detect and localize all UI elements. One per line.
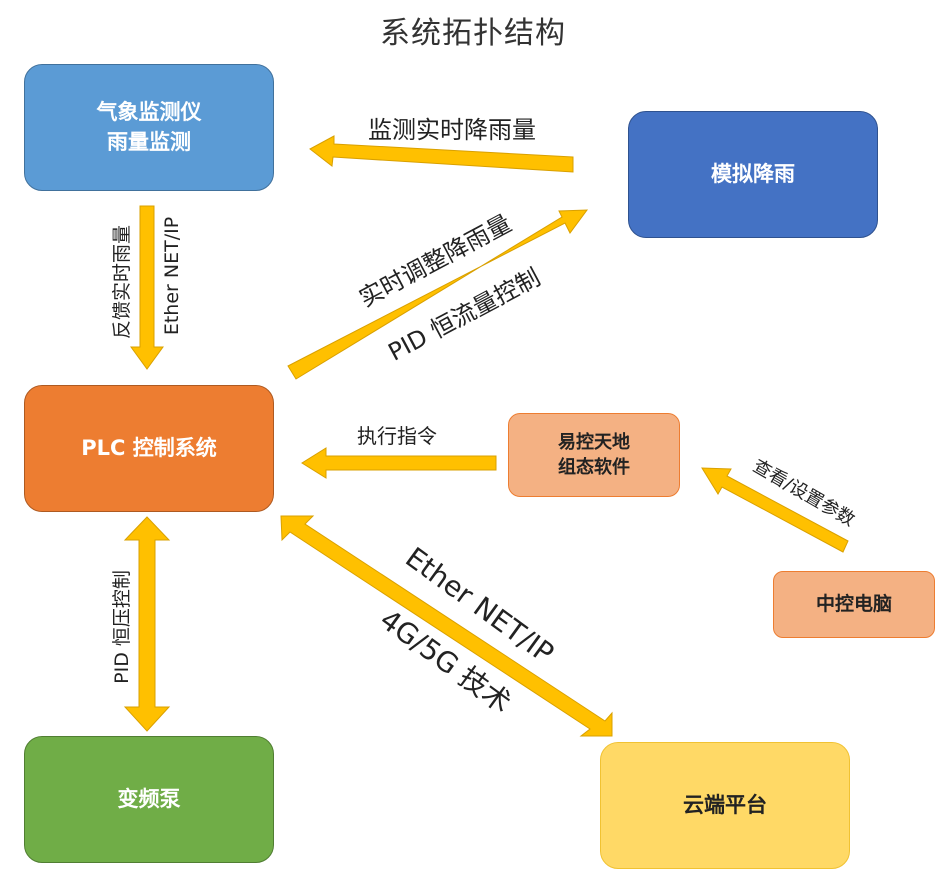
vfd-pump-label: 变频泵 (117, 786, 181, 811)
scada-software-line1: 易控天地 (558, 431, 630, 453)
arrow-plc-pump-bidirectional (123, 516, 171, 732)
weather-monitor-line1: 气象监测仪 (96, 100, 202, 125)
central-pc-label: 中控电脑 (815, 593, 892, 616)
arrow-software-to-plc (301, 447, 497, 479)
label-monitor-rain: 监测实时降雨量 (368, 116, 536, 144)
weather-monitor-node: 气象监测仪 雨量监测 (24, 64, 274, 191)
label-ether-left: Ether NET/IP (161, 217, 183, 335)
weather-monitor-line2: 雨量监测 (107, 129, 191, 154)
simulated-rain-node: 模拟降雨 (628, 111, 878, 238)
arrow-weather-to-plc (130, 205, 164, 370)
label-execute: 执行指令 (357, 424, 437, 448)
label-pid-pressure: PID 恒压控制 (111, 570, 133, 684)
label-feedback-rain: 反馈实时雨量 (111, 225, 133, 339)
plc-control-label: PLC 控制系统 (81, 435, 217, 460)
simulated-rain-label: 模拟降雨 (711, 161, 795, 186)
scada-software-line2: 组态软件 (558, 457, 630, 478)
arrow-rain-to-weather (309, 135, 574, 173)
scada-software-node: 易控天地 组态软件 (508, 413, 680, 497)
arrow-plc-cloud-bidirectional (280, 515, 613, 737)
diagram-title: 系统拓扑结构 (380, 16, 566, 51)
central-pc-node: 中控电脑 (773, 571, 935, 638)
arrow-pc-to-software (701, 467, 849, 553)
cloud-platform-label: 云端平台 (683, 792, 767, 817)
cloud-platform-node: 云端平台 (600, 742, 850, 869)
arrow-plc-to-rain (287, 209, 589, 380)
vfd-pump-node: 变频泵 (24, 736, 274, 863)
plc-control-node: PLC 控制系统 (24, 385, 274, 512)
